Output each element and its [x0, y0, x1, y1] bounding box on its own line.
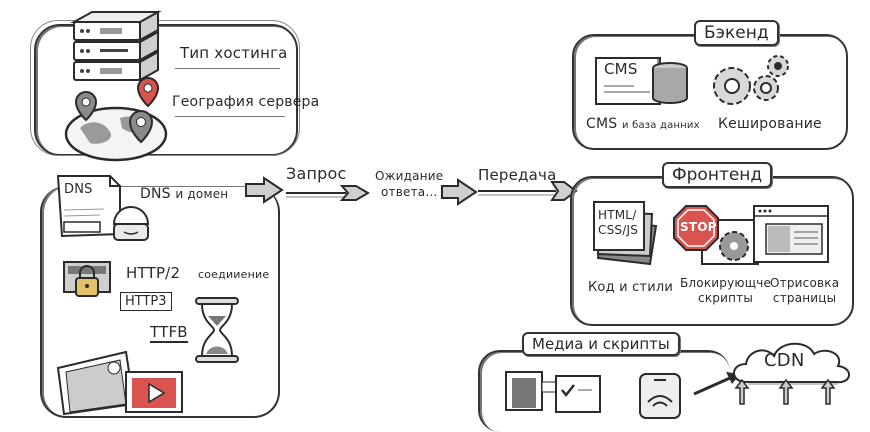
hosting-type-underline: [175, 68, 280, 69]
caching-label: Кеширование: [718, 116, 822, 132]
cms-label-small: и база данних: [622, 120, 700, 131]
router-dome-icon: [112, 206, 150, 241]
image-and-video-icons: [56, 350, 183, 416]
cdn-cloud-icon: [733, 342, 850, 385]
stop-sign-text: STOP: [680, 220, 717, 234]
media-title-tag: Медиа и скрипты: [522, 332, 680, 356]
render-line2: страницы: [772, 291, 837, 305]
mobile-phone-icon: [639, 373, 681, 419]
code-icon-line1: HTML/: [598, 208, 637, 222]
waiting-label: Ожидание ответа...: [375, 168, 443, 200]
ttfb-label: TTFB: [150, 323, 188, 343]
arrow-request-to-waiting: [286, 185, 370, 201]
blocking-scripts-label: Блокирующче скрипты: [680, 276, 771, 306]
media-title: Медиа и скрипты: [532, 335, 670, 353]
media-files-icon: [505, 371, 601, 413]
cms-label-main: CMS: [586, 116, 618, 132]
cdn-label: CDN: [764, 350, 805, 371]
dns-domain-label: DNS и домен: [140, 186, 228, 202]
server-rack-icon: [70, 10, 162, 82]
caching-gears-icon: [713, 55, 789, 105]
cms-db-label: CMS и база данних: [586, 116, 700, 132]
server-geo-underline: [175, 116, 285, 117]
code-styles-label: Код и стили: [588, 280, 674, 295]
arrow-transfer-to-frontend: [478, 181, 578, 201]
code-files-icon: [593, 201, 658, 266]
blocking-line2: скрипты: [698, 291, 754, 305]
code-icon-line2: CSS/JS: [598, 223, 639, 237]
code-icon-text: HTML/ CSS/JS: [598, 208, 638, 238]
http3-label: HTTP3: [125, 294, 167, 309]
connection-label: соедииение: [198, 268, 270, 281]
stop-sign-with-gear-icon: [673, 205, 759, 265]
dns-label-main: DNS: [140, 186, 171, 202]
secure-connection-lock-icon: [63, 261, 111, 297]
http3-badge: HTTP3: [120, 292, 172, 311]
page-render-label: Отрисовка страницы: [770, 276, 839, 306]
frontend-title-tag: Фронтенд: [662, 162, 773, 188]
backend-title: Бэкенд: [704, 23, 769, 43]
cms-database-icon: [595, 57, 688, 105]
transfer-label: Передача: [478, 166, 557, 184]
globe-with-pins-icon: [64, 77, 168, 162]
request-label: Запрос: [286, 164, 347, 183]
hosting-group-frame-outer: [30, 20, 300, 156]
server-geo-label: География сервера: [172, 94, 320, 110]
hosting-type-label: Тип хостинга: [180, 44, 288, 62]
cdn-upload-arrows-icon: [734, 378, 836, 405]
waiting-label-line1: Ожидание: [375, 169, 444, 183]
arrow-waiting-to-transfer: [441, 178, 478, 206]
frontend-title: Фронтенд: [672, 165, 763, 185]
cms-icon-text: CMS: [604, 60, 638, 78]
render-line1: Отрисовка: [770, 276, 840, 290]
waiting-label-line2: ответа...: [380, 185, 438, 199]
blocking-line1: Блокирующче: [680, 276, 772, 290]
http2-label: HTTP/2: [126, 264, 181, 282]
backend-title-tag: Бэкенд: [694, 20, 779, 46]
hourglass-icon: [195, 297, 239, 363]
dns-label-small: и домен: [175, 187, 229, 201]
arrow-into-request: [245, 176, 284, 204]
browser-window-icon: [753, 205, 829, 263]
dns-icon-text: DNS: [64, 182, 93, 197]
